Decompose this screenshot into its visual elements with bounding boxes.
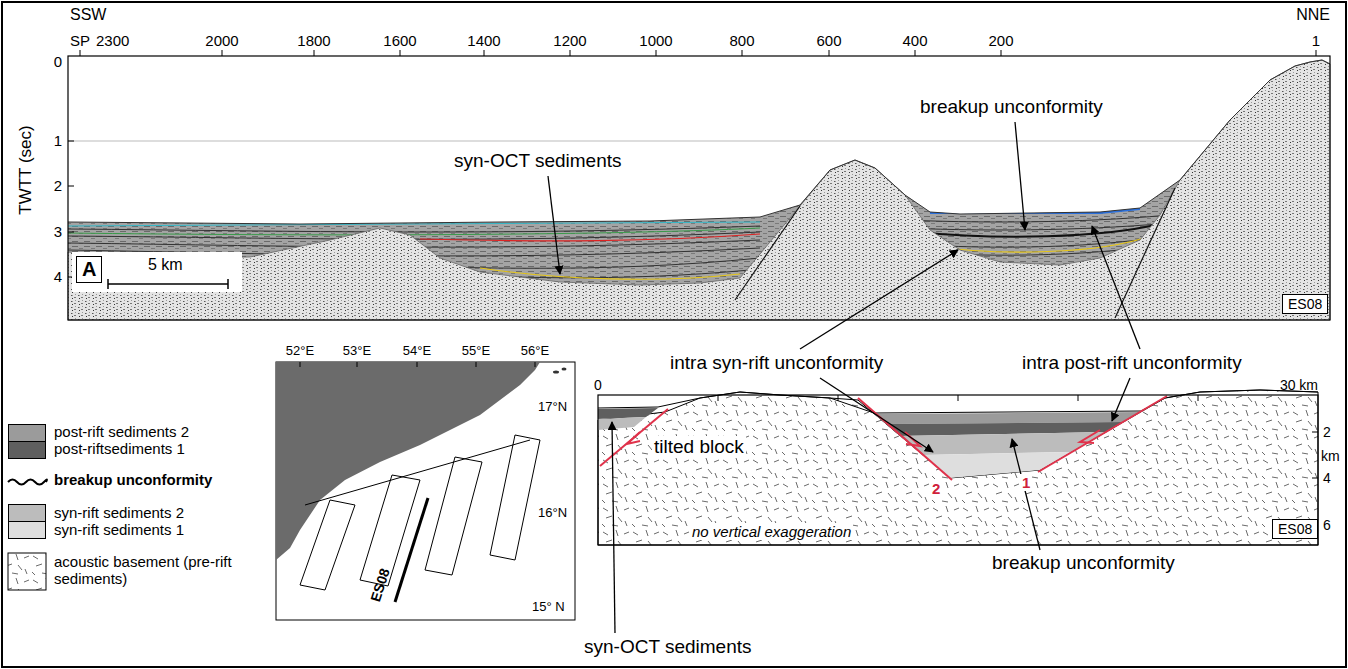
scale-label: 5 km [146, 256, 185, 274]
axis-tick-label: 3 [54, 223, 62, 240]
shotpoint-number: 400 [902, 32, 927, 49]
legend-swatch [8, 424, 46, 442]
axis-tick-label: 6 [1323, 517, 1331, 533]
shotpoint-number: 800 [729, 32, 754, 49]
axis-title: SP [70, 32, 90, 49]
shotpoint-number: 1200 [553, 32, 586, 49]
axis-tick-label: 0 [594, 377, 602, 393]
map-coordinate: 54°E [403, 344, 431, 359]
annotation: tilted block [652, 436, 746, 458]
legend-label: breakup unconformity [54, 472, 234, 489]
axis-tick-label: 2 [54, 177, 62, 194]
annotation: syn-OCT sediments [452, 150, 624, 172]
map-coordinate: 55°E [462, 344, 490, 359]
axis-tick-label: 2 [1323, 424, 1331, 440]
shotpoint-number: 1 [1312, 32, 1320, 49]
map-coordinate: 16°N [538, 506, 567, 521]
legend-label: post-rift sediments 2 [54, 424, 234, 441]
shotpoint-number: 1400 [467, 32, 500, 49]
annotation: breakup unconformity [918, 96, 1105, 118]
map-coordinate: 15° N [532, 600, 565, 615]
shotpoint-number: 2000 [205, 32, 238, 49]
annotation: syn-OCT sediments [582, 636, 754, 658]
legend-label: acoustic basement (pre-rift sediments) [54, 554, 234, 587]
axis-title: TWTT (sec) [16, 125, 36, 214]
axis-tick-label: 4 [54, 268, 62, 285]
profile-id: ES08 [1282, 294, 1328, 314]
profile-id: ES08 [1272, 519, 1318, 539]
note: no vertical exaggeration [690, 523, 853, 540]
annotation: intra post-rift unconformity [1020, 352, 1244, 374]
shotpoint-number: 200 [988, 32, 1013, 49]
legend-swatch [8, 504, 46, 522]
legend-label: syn-rift sediments 2 [54, 505, 234, 522]
shotpoint-number: 2300 [96, 32, 129, 49]
shotpoint-number: 1600 [383, 32, 416, 49]
legend-label: syn-rift sediments 1 [54, 522, 234, 539]
annotation: intra syn-rift unconformity [668, 352, 885, 374]
fault-number: 1 [1020, 474, 1032, 491]
fault-number: 2 [930, 480, 942, 497]
shotpoint-number: 600 [816, 32, 841, 49]
axis-title: km [1321, 448, 1340, 464]
axis-tick-label: 1 [54, 132, 62, 149]
axis-tick-label: 0 [54, 53, 62, 70]
compass-label: SSW [70, 6, 106, 24]
compass-label: NNE [1296, 6, 1330, 24]
map-coordinate: 56°E [521, 344, 549, 359]
axis-tick-label: 4 [1323, 470, 1331, 486]
legend-swatch [8, 521, 46, 539]
map-coordinate: 52°E [286, 344, 314, 359]
map-coordinate: 17°N [538, 400, 567, 415]
axis-tick-label: 30 km [1280, 377, 1318, 393]
shotpoint-number: 1000 [639, 32, 672, 49]
shotpoint-number: 1800 [297, 32, 330, 49]
annotation: breakup unconformity [990, 552, 1177, 574]
map-coordinate: 53°E [343, 344, 371, 359]
panel-letter: A [76, 256, 102, 283]
legend-label: post-riftsediments 1 [54, 441, 234, 458]
legend-swatch [8, 441, 46, 459]
